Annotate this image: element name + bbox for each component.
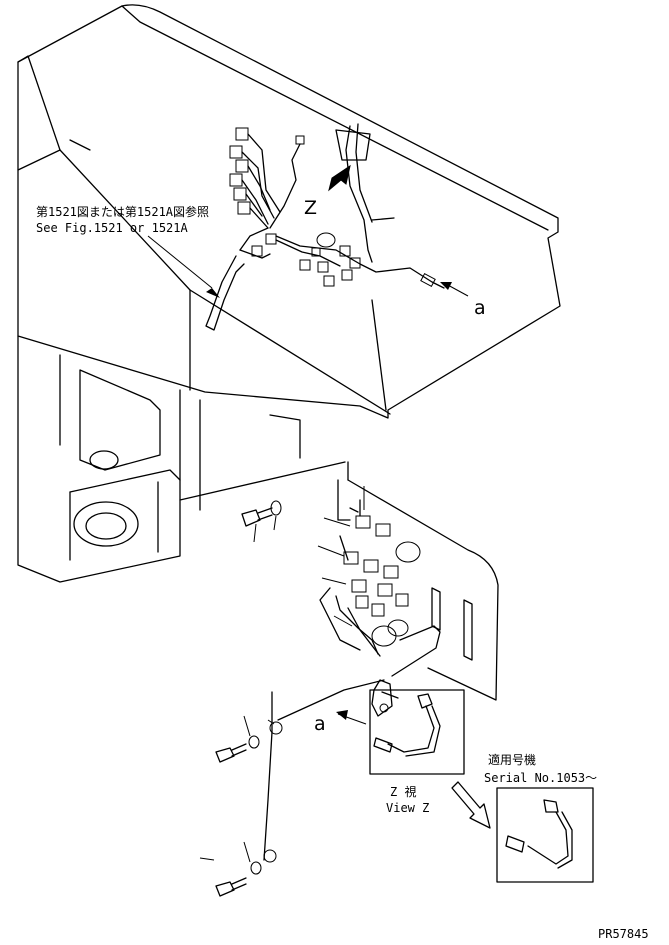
hollow-arrow-serial (452, 782, 490, 828)
arrow-a-mid (336, 710, 366, 724)
serial-caption-jp: 適用号機 (488, 752, 536, 767)
ground-strap (200, 680, 384, 896)
arrow-a-top (440, 282, 468, 296)
wiring-harness-top (206, 124, 444, 330)
lower-connectors (336, 500, 440, 676)
sensor-bracket (372, 680, 398, 716)
label-a-mid: a (314, 713, 326, 735)
view-z-arrow (329, 166, 350, 190)
callout-leader (148, 236, 220, 298)
upper-housing (18, 5, 560, 418)
view-z-label: Z (304, 197, 317, 219)
part-number: PR57845 (598, 927, 649, 941)
view-z-caption-jp: Z 視 (390, 784, 416, 799)
lower-panel (320, 462, 498, 700)
view-z-detail (370, 690, 464, 774)
chassis-frame (18, 336, 345, 582)
leader-lines-lower (318, 486, 364, 626)
serial-caption-en: Serial No.1053～ (484, 771, 597, 785)
callout-ref-jp: 第1521図または第1521A図参照 (36, 204, 209, 219)
view-z-caption-en: View Z (386, 801, 429, 815)
serial-detail-box (497, 788, 593, 882)
bolt-upper (242, 501, 281, 542)
callout-ref-en: See Fig.1521 or 1521A (36, 221, 188, 235)
label-a-top: a (474, 297, 486, 319)
